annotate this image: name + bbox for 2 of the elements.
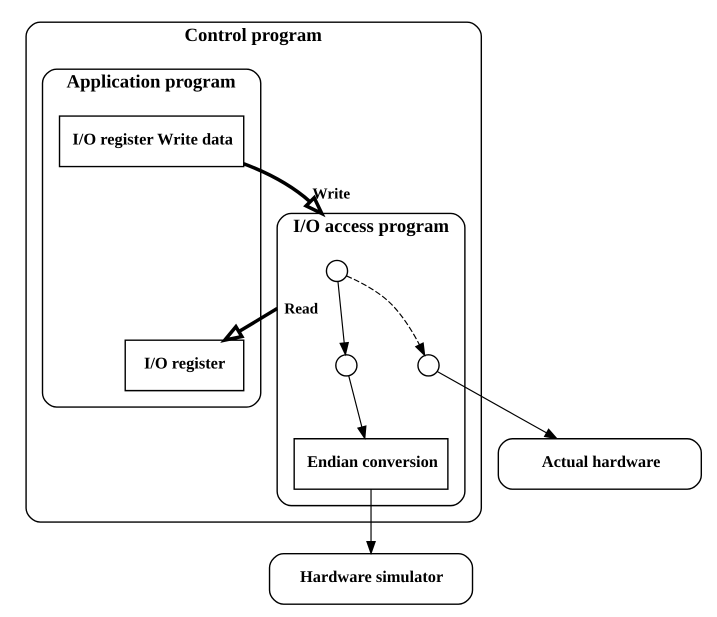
- edge-label: Read: [284, 300, 318, 318]
- edge-label: Write: [312, 186, 350, 203]
